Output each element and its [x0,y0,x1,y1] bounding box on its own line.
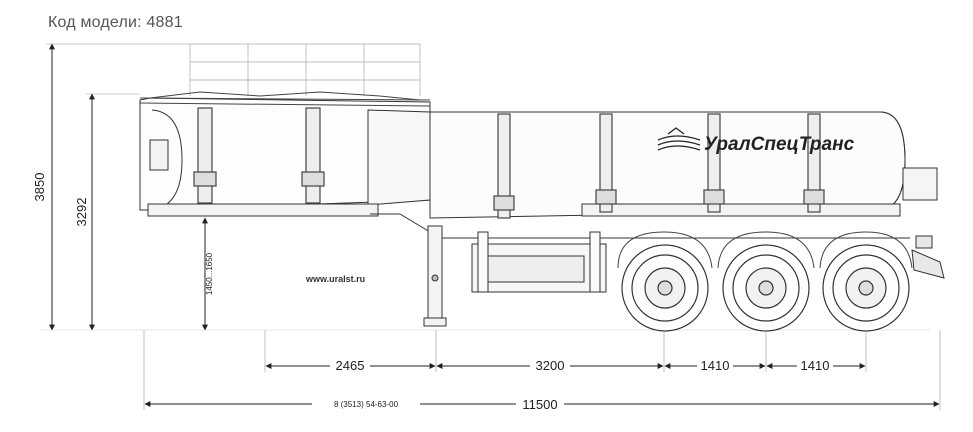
dim-text-3200: 3200 [536,358,565,373]
overall-height-text: 3850 [32,173,47,202]
body-height-text: 3292 [74,198,89,227]
dim-text-1410-a: 1410 [701,358,730,373]
coupling-height-text: 1450...1650 [205,252,214,295]
brand-swoosh-icon [657,127,701,151]
dimension-labels: 2465 3200 1410 1410 8 (3513) 54-63-00 11… [312,357,833,412]
dim-text-1410-b: 1410 [801,358,830,373]
brand-text: УралСпецТранс [704,134,855,155]
wheel-2 [722,244,810,332]
tank-straps [193,107,825,219]
wheel-3 [822,244,910,332]
wheels [621,244,910,332]
model-label: Код модели: 4881 [48,14,183,31]
tool-box [471,231,607,293]
landing-gear [423,225,447,327]
part-number-text: 8 (3513) 54-63-00 [334,400,399,409]
website-text: www.uralst.ru [305,274,365,284]
wheel-1 [621,244,709,332]
height-dimensions [40,43,930,331]
fenders [617,231,913,269]
dim-text-11500: 11500 [522,397,557,412]
brand-logo: УралСпецТранс [657,127,855,155]
railing-frame [189,43,421,96]
roof-rails [139,91,431,107]
rear-lights [911,235,945,279]
dim-text-2465: 2465 [336,358,365,373]
